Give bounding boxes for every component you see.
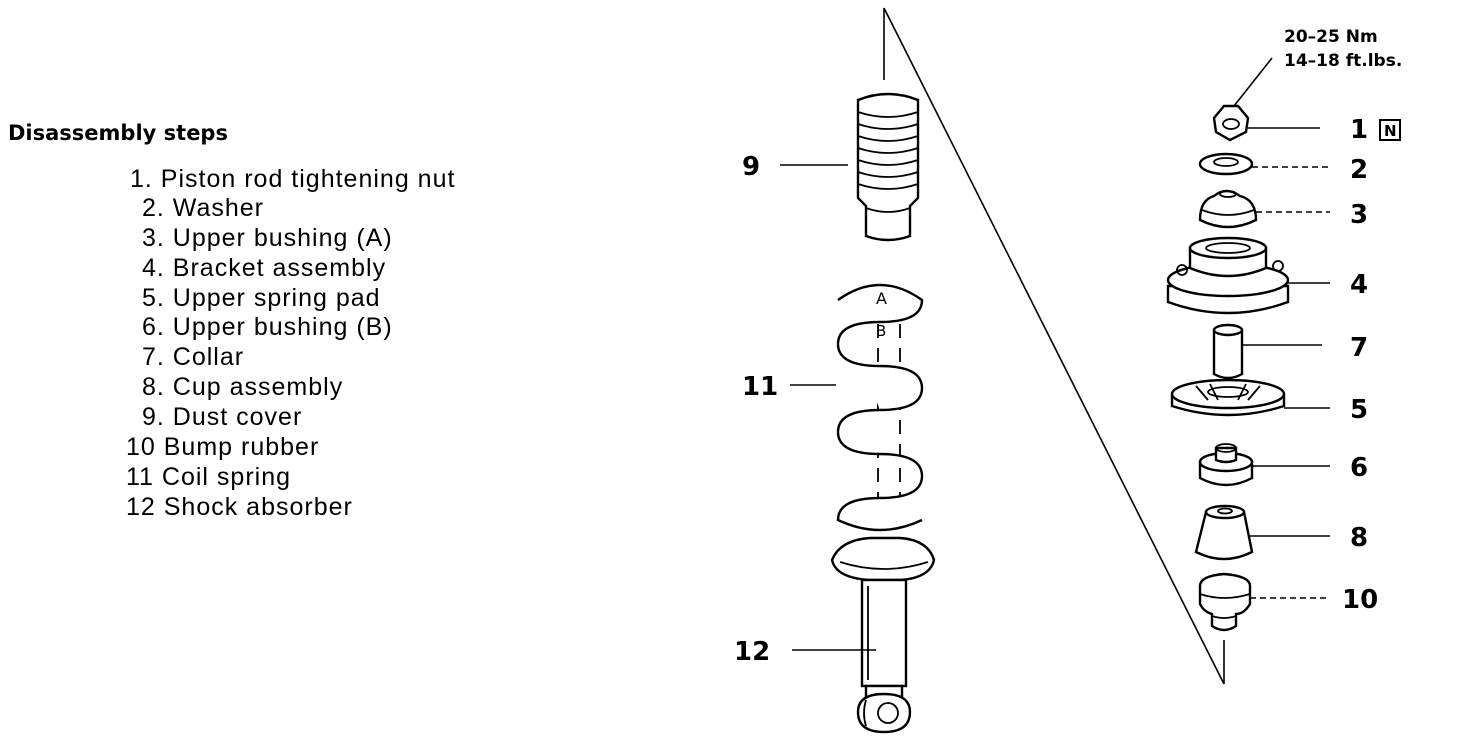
callout-6: 6 xyxy=(1350,453,1368,483)
upper-spring-pad: 5 xyxy=(1170,378,1368,425)
bump-rubber: 10 xyxy=(1198,572,1378,632)
legend-step-5: 5. Upper spring pad xyxy=(142,284,381,312)
callout-11: 11 xyxy=(742,372,778,402)
legend-step-8: 8. Cup assembly xyxy=(142,373,343,401)
callout-5: 5 xyxy=(1350,395,1368,425)
spring-mark-b: B xyxy=(876,322,886,340)
diagonal-guide-line xyxy=(883,7,1225,685)
spring-mark-a: A xyxy=(876,289,887,308)
shock-absorber: 12 xyxy=(734,536,936,734)
torque-leader xyxy=(1233,57,1273,107)
legend-step-7: 7. Collar xyxy=(142,343,244,371)
legend-step-10: 10 Bump rubber xyxy=(126,433,319,461)
callout-8: 8 xyxy=(1350,523,1368,553)
legend-step-1: 1. Piston rod tightening nut xyxy=(130,165,455,193)
callout-7: 7 xyxy=(1350,333,1368,363)
callout-10: 10 xyxy=(1342,585,1378,615)
legend-step-3: 3. Upper bushing (A) xyxy=(142,224,393,252)
disassembly-legend: Disassembly steps 1. Piston rod tighteni… xyxy=(8,121,455,521)
callout-3: 3 xyxy=(1350,200,1368,230)
callout-2: 2 xyxy=(1350,155,1368,185)
piston-rod-nut: 1 N xyxy=(1212,104,1401,145)
legend-title: Disassembly steps xyxy=(8,121,228,145)
legend-step-4: 4. Bracket assembly xyxy=(142,254,386,282)
collar: 7 xyxy=(1212,323,1368,380)
new-part-mark: N xyxy=(1384,122,1397,140)
legend-step-12: 12 Shock absorber xyxy=(126,493,353,521)
torque-metric: 20–25 Nm xyxy=(1284,27,1378,47)
legend-step-11: 11 Coil spring xyxy=(126,463,291,491)
new-part-box xyxy=(1379,119,1401,141)
torque-imperial: 14–18 ft.lbs. xyxy=(1284,51,1402,71)
upper-bushing-a: 3 xyxy=(1198,189,1368,230)
coil-spring: A B 11 xyxy=(742,283,924,532)
legend-step-9: 9. Dust cover xyxy=(142,403,302,431)
upper-bushing-b: 6 xyxy=(1198,443,1368,487)
washer: 2 xyxy=(1198,152,1368,185)
legend-step-6: 6. Upper bushing (B) xyxy=(142,313,393,341)
bracket-assembly: 4 xyxy=(1166,236,1368,315)
callout-4: 4 xyxy=(1350,270,1368,300)
callout-12: 12 xyxy=(734,637,770,667)
dust-cover: 9 xyxy=(742,92,920,242)
cup-assembly: 8 xyxy=(1194,504,1368,561)
legend-step-2: 2. Washer xyxy=(142,194,264,222)
assembly-axis-lines xyxy=(883,7,1225,685)
torque-spec: 20–25 Nm 14–18 ft.lbs. xyxy=(1233,27,1402,107)
callout-1: 1 xyxy=(1350,115,1368,145)
callout-9: 9 xyxy=(742,152,760,182)
